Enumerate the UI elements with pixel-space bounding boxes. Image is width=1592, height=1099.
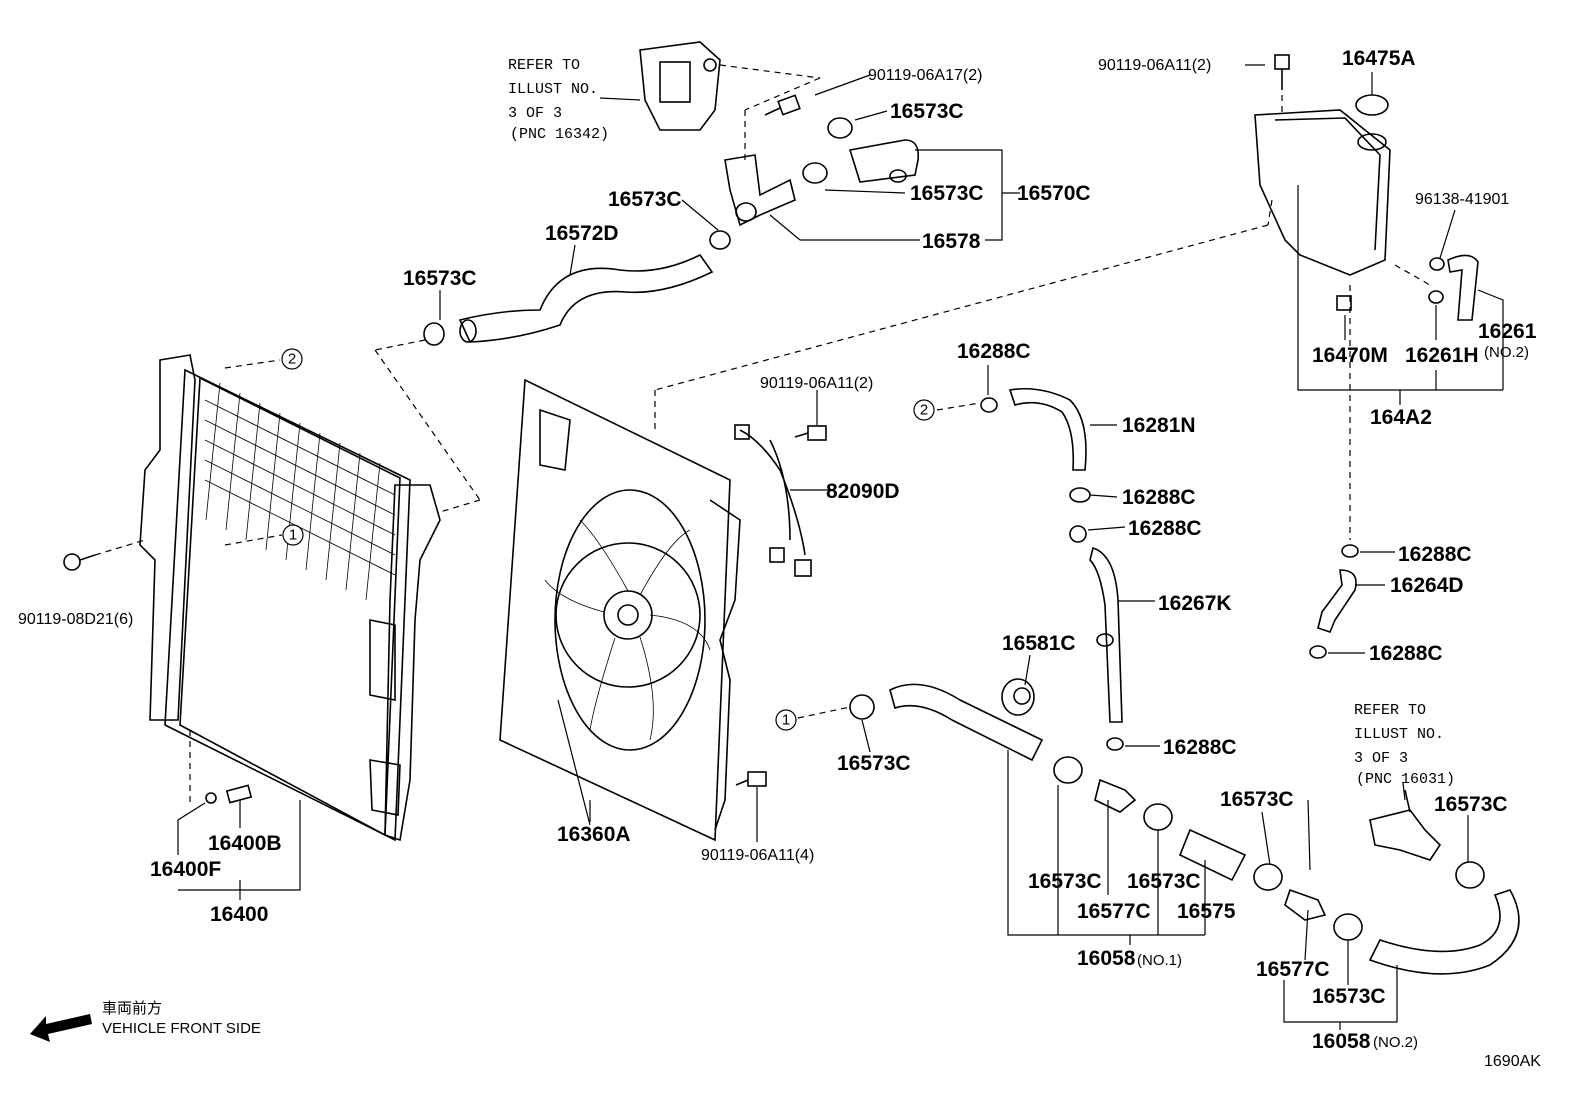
label-16470M: 16470M	[1312, 344, 1388, 367]
reference-dashes	[224, 359, 981, 719]
refer-note-top-line4: (PNC 16342)	[510, 126, 609, 143]
label-16058-no2: 16058	[1312, 1030, 1371, 1053]
radiator-bolt-drawing	[63, 539, 146, 571]
bypass-hoses-drawing	[980, 387, 1359, 751]
label-16572D: 16572D	[545, 222, 619, 245]
label-16281N: 16281N	[1122, 414, 1196, 437]
label-16573C-e: 16573C	[837, 752, 911, 775]
refer-note-bottom-line4: (PNC 16031)	[1356, 771, 1455, 788]
radiator-drawing	[139, 354, 441, 842]
label-82090D: 82090D	[826, 480, 900, 503]
refer-note-bottom-line1: REFER TO	[1354, 702, 1426, 719]
svg-text:2: 2	[920, 402, 928, 419]
label-90119-06A11-bot: 90119-06A11(4)	[701, 847, 814, 864]
reference-marker-1-hose: 1	[775, 709, 797, 731]
fan-wiring-drawing	[734, 424, 827, 577]
label-16573C-d: 16573C	[403, 267, 477, 290]
fan-shroud-drawing	[499, 378, 741, 842]
label-16267K: 16267K	[1158, 592, 1232, 615]
refer-note-top-line3: 3 OF 3	[508, 105, 562, 122]
label-16573C-h: 16573C	[1220, 788, 1294, 811]
bolt-06a17-drawing	[764, 94, 801, 116]
gasket-16581c-drawing	[1013, 687, 1031, 705]
label-16577C-b: 16577C	[1256, 958, 1330, 981]
diagram-code: 1690AK	[1484, 1053, 1541, 1070]
part-number-labels: REFER TO ILLUST NO. 3 OF 3 (PNC 16342) 9…	[18, 47, 1541, 1070]
water-outlet-drawing	[639, 41, 721, 131]
label-16573C-f: 16573C	[1028, 870, 1102, 893]
label-16360A: 16360A	[557, 823, 631, 846]
label-90119-06A11-top: 90119-06A11(2)	[1098, 57, 1211, 74]
lower-hose-no1-drawing	[849, 678, 1247, 882]
label-16581C: 16581C	[1002, 632, 1076, 655]
leader-lines	[177, 64, 1504, 1030]
refer-note-top-line2: ILLUST NO.	[508, 81, 598, 98]
front-label-jp: 車両前方	[102, 1000, 162, 1017]
reference-marker-1-radiator: 1	[282, 524, 304, 546]
label-16264D: 16264D	[1390, 574, 1464, 597]
label-16058-no1: 16058	[1077, 947, 1136, 970]
label-16058-no2-suffix: (NO.2)	[1373, 1034, 1418, 1051]
label-16573C-b: 16573C	[910, 182, 984, 205]
vehicle-front-indicator: 車両前方 VEHICLE FRONT SIDE	[30, 1000, 261, 1042]
refer-note-top-line1: REFER TO	[508, 57, 580, 74]
label-90119-06A17: 90119-06A17(2)	[868, 67, 982, 84]
label-96138-41901: 96138-41901	[1415, 191, 1509, 208]
label-16573C-i: 16573C	[1434, 793, 1508, 816]
label-16400: 16400	[210, 903, 268, 926]
label-16288C-e: 16288C	[1369, 642, 1443, 665]
shroud-bolt-drawing	[735, 771, 767, 787]
svg-text:2: 2	[288, 351, 296, 368]
label-16261: 16261	[1478, 320, 1537, 343]
reference-marker-2-hose: 2	[913, 399, 935, 421]
label-16288C-f: 16288C	[1163, 736, 1237, 759]
label-16400F: 16400F	[150, 858, 221, 881]
label-16288C-b: 16288C	[1122, 486, 1196, 509]
label-16475A: 16475A	[1342, 47, 1416, 70]
label-16261-no2: (NO.2)	[1484, 344, 1529, 361]
drain-cock-drawing	[189, 730, 253, 804]
label-16288C-d: 16288C	[1398, 543, 1472, 566]
svg-text:1: 1	[289, 527, 297, 544]
upper-hose-parts-drawing	[709, 117, 920, 250]
label-90119-08D21: 90119-08D21(6)	[18, 611, 133, 628]
reservoir-tank-drawing	[654, 54, 1479, 540]
refer-note-bottom-line2: ILLUST NO.	[1354, 726, 1444, 743]
label-16288C-c: 16288C	[1128, 517, 1202, 540]
label-16261H: 16261H	[1405, 344, 1479, 367]
label-16573C-j: 16573C	[1312, 985, 1386, 1008]
label-16578: 16578	[922, 230, 981, 253]
label-16573C-g: 16573C	[1127, 870, 1201, 893]
lower-hose-no2-drawing	[1253, 789, 1520, 975]
front-arrow-icon	[30, 1014, 92, 1042]
label-16400B: 16400B	[208, 832, 282, 855]
upper-radiator-hose-drawing	[374, 253, 714, 513]
svg-text:1: 1	[782, 712, 790, 729]
front-label-en: VEHICLE FRONT SIDE	[102, 1020, 261, 1037]
label-16575: 16575	[1177, 900, 1236, 923]
label-16288C-a: 16288C	[957, 340, 1031, 363]
label-16573C-c: 16573C	[608, 188, 682, 211]
label-16570C: 16570C	[1017, 182, 1091, 205]
label-16058-no1-suffix: (NO.1)	[1137, 952, 1182, 969]
reference-marker-2-radiator: 2	[281, 348, 303, 370]
label-90119-06A11-mid: 90119-06A11(2)	[760, 375, 873, 392]
label-164A2: 164A2	[1370, 406, 1432, 429]
refer-note-bottom-line3: 3 OF 3	[1354, 750, 1408, 767]
label-16577C-a: 16577C	[1077, 900, 1151, 923]
label-16573C-a: 16573C	[890, 100, 964, 123]
